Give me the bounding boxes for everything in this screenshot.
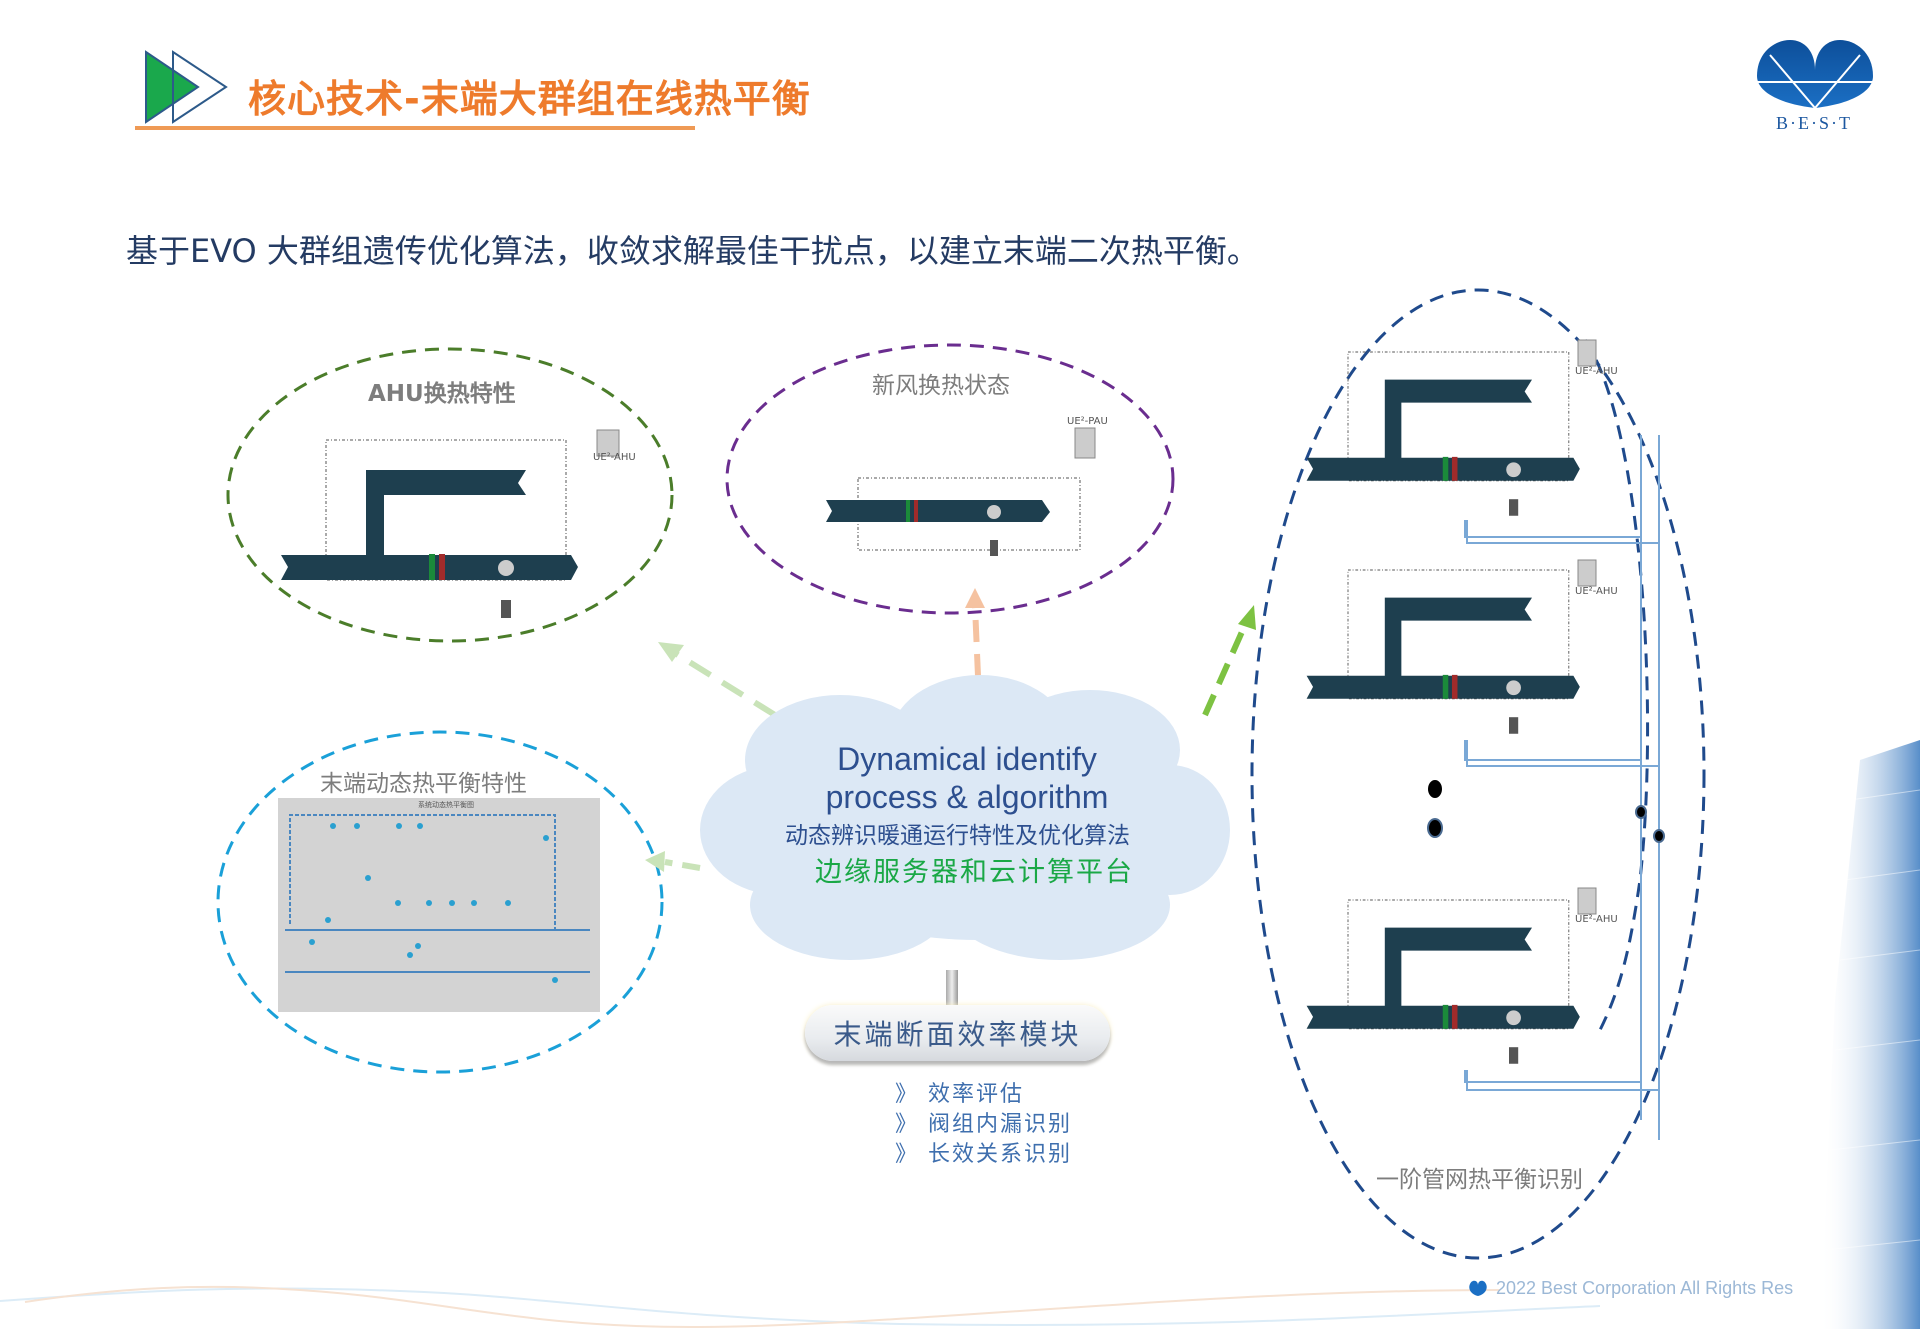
cloud-line-2: process & algorithm	[825, 779, 1109, 815]
footer-copyright: 2022 Best Corporation All Rights Res	[1496, 1278, 1794, 1298]
network-device-label-3: UE²-AHU	[1575, 914, 1618, 925]
network-panel-ellipse	[1250, 288, 1706, 1260]
terminal-diagram-title: 系统动态热平衡图	[418, 801, 474, 809]
pau-device-label: UE²-PAU	[1067, 416, 1108, 427]
ellipsis-dots	[1427, 780, 1665, 843]
arrow-to-terminal	[645, 851, 701, 872]
module-item: 》 效率评估	[895, 1082, 1025, 1107]
ahu-controller-icon	[596, 429, 620, 457]
network-panel-title: 一阶管网热平衡识别	[1376, 1167, 1583, 1193]
network-controller-icon-2	[1577, 559, 1597, 587]
ahu-panel-ellipse	[226, 347, 674, 643]
bullet-chevron-icon: 》	[895, 1142, 920, 1167]
network-controller-icon-3	[1577, 887, 1597, 915]
best-logo-icon	[1757, 40, 1873, 109]
network-diagram-3	[1306, 899, 1581, 1065]
module-pill: 末端断面效率模块	[805, 1005, 1110, 1061]
network-diagram-2	[1306, 569, 1581, 735]
arrow-to-network	[1202, 605, 1256, 717]
arrow-to-pau	[965, 588, 985, 677]
pau-panel-ellipse	[725, 343, 1175, 615]
ahu-panel-title: AHU换热特性	[368, 381, 516, 407]
terminal-panel-title: 末端动态热平衡特性	[320, 771, 527, 797]
module-item: 》 长效关系识别	[895, 1142, 1073, 1167]
cloud-shape	[700, 675, 1230, 960]
ahu-diagram	[280, 439, 579, 619]
logo-text: B·E·S·T	[1776, 113, 1852, 133]
pau-panel-title: 新风换热状态	[872, 373, 1010, 399]
network-device-label-2: UE²-AHU	[1575, 586, 1618, 597]
cloud-line-3: 动态辨识暖通运行特性及优化算法	[785, 823, 1130, 849]
module-title: 末端断面效率模块	[833, 1018, 1082, 1051]
pau-diagram	[826, 427, 1096, 556]
arrow-to-ahu	[658, 642, 777, 718]
module-item: 》 阀组内漏识别	[895, 1112, 1073, 1137]
page-title: 核心技术-末端大群组在线热平衡	[248, 77, 811, 121]
network-controller-icon-1	[1577, 339, 1597, 367]
footer-waves	[0, 1285, 1601, 1329]
bullet-chevron-icon: 》	[895, 1082, 920, 1107]
building-image	[1820, 740, 1920, 1329]
title-underline	[135, 126, 695, 130]
ahu-device-label: UE²-AHU	[593, 452, 636, 463]
title-arrow-icon	[145, 50, 228, 124]
bullet-chevron-icon: 》	[895, 1112, 920, 1137]
module-connector	[946, 970, 958, 1006]
terminal-diagram	[278, 798, 600, 1012]
network-diagram-1	[1306, 351, 1581, 517]
network-pipes	[1464, 435, 1660, 1140]
network-device-label-1: UE²-AHU	[1575, 366, 1618, 377]
subtitle: 基于EVO 大群组遗传优化算法，收敛求解最佳干扰点，以建立末端二次热平衡。	[126, 232, 1259, 270]
footer-logo-icon	[1469, 1280, 1487, 1296]
network-inner-arc	[1583, 339, 1650, 1031]
cloud-line-4: 边缘服务器和云计算平台	[815, 857, 1134, 888]
cloud-line-1: Dynamical identify	[837, 741, 1097, 777]
terminal-panel-ellipse	[216, 730, 664, 1074]
